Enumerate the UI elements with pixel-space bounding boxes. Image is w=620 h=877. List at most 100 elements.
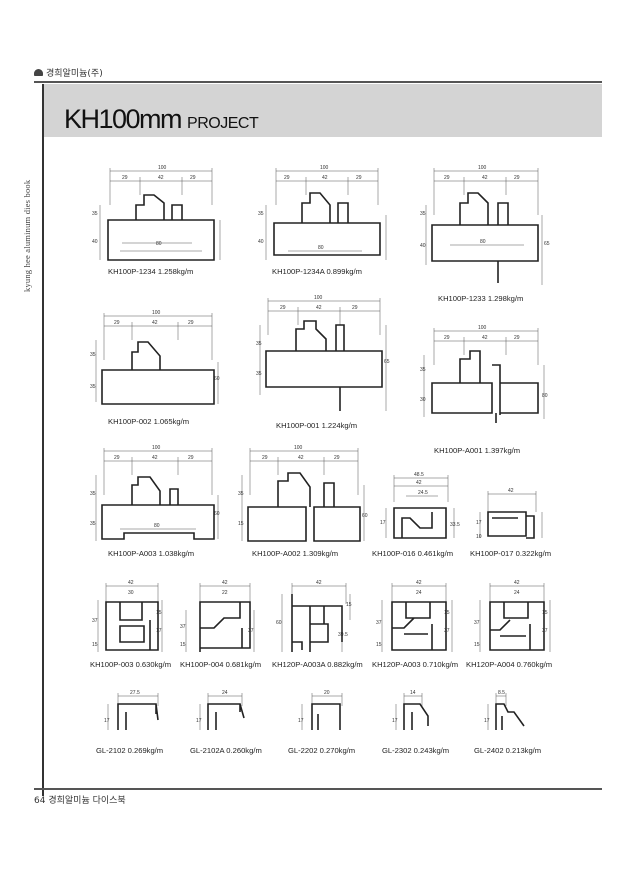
brand-logo-icon [34,69,43,76]
svg-text:15: 15 [92,642,98,648]
profile-caption-1: KH100P-1234 1.258kg/m [108,267,194,276]
svg-text:17: 17 [196,718,202,724]
svg-text:29: 29 [444,335,450,341]
svg-text:65: 65 [544,241,550,247]
svg-text:100: 100 [152,445,161,451]
svg-text:29: 29 [356,175,362,181]
svg-text:37: 37 [180,624,186,630]
profile-caption-14: KH120P-A003 0.710kg/m [372,660,459,669]
svg-text:37: 37 [474,620,480,626]
svg-text:29: 29 [188,320,194,326]
svg-text:17: 17 [392,718,398,724]
svg-text:35: 35 [90,384,96,390]
svg-text:37: 37 [542,628,548,634]
svg-text:37: 37 [248,628,254,634]
svg-text:37: 37 [376,620,382,626]
svg-text:80: 80 [480,239,486,245]
profile-caption-5: KH100P-001 1.224kg/m [276,421,358,430]
svg-text:17: 17 [380,520,386,526]
side-rule [42,84,44,796]
svg-text:37: 37 [92,618,98,624]
side-label-text: kyung hee aluminum dies book [22,179,32,292]
svg-text:20: 20 [324,690,330,696]
profile-caption-3: KH100P-1233 1.298kg/m [438,294,524,303]
svg-text:27.5: 27.5 [130,690,140,696]
svg-text:100: 100 [478,325,487,331]
svg-text:39.5: 39.5 [338,632,348,638]
svg-text:24: 24 [514,590,520,596]
svg-text:42: 42 [316,580,322,586]
profile-caption-7: KH100P-A003 1.038kg/m [108,549,195,558]
svg-text:60: 60 [362,513,368,519]
profile-drawing-20: 8.517 [484,690,525,730]
svg-text:15: 15 [542,610,548,616]
svg-text:24: 24 [222,690,228,696]
svg-text:100: 100 [158,165,167,171]
svg-text:17: 17 [476,520,482,526]
profile-caption-9: KH100P-016 0.461kg/m [372,549,454,558]
profile-caption-20: GL-2402 0.213kg/m [474,746,542,755]
svg-text:42: 42 [322,175,328,181]
top-rule [34,81,602,83]
svg-text:35: 35 [90,521,96,527]
svg-text:17: 17 [298,718,304,724]
page-title-sub: PROJECT [187,115,259,132]
brand-header: 경희알미늄(주) [34,66,103,79]
footer-book-title: 경희알미늄 다이스북 [48,796,126,806]
page-footer: 64 경희알미늄 다이스북 [34,793,126,806]
svg-text:15: 15 [474,642,480,648]
profile-caption-8: KH100P-A002 1.309kg/m [252,549,339,558]
svg-text:80: 80 [154,523,160,529]
svg-text:37: 37 [444,628,450,634]
svg-text:29: 29 [122,175,128,181]
svg-text:15: 15 [180,642,186,648]
svg-text:42: 42 [482,335,488,341]
svg-text:100: 100 [294,445,303,451]
svg-text:80: 80 [318,245,324,251]
svg-text:35: 35 [92,211,98,217]
svg-text:42: 42 [482,175,488,181]
svg-text:40: 40 [420,243,426,249]
svg-text:42: 42 [298,455,304,461]
svg-text:29: 29 [352,305,358,311]
svg-text:100: 100 [314,295,323,301]
svg-text:30: 30 [420,397,426,403]
svg-text:80: 80 [542,393,548,399]
svg-text:42: 42 [416,580,422,586]
svg-text:29: 29 [280,305,286,311]
svg-text:24: 24 [416,590,422,596]
svg-text:10: 10 [476,534,482,540]
svg-text:42: 42 [152,320,158,326]
svg-text:35: 35 [420,367,426,373]
svg-text:15: 15 [156,610,162,616]
svg-text:42: 42 [128,580,134,586]
svg-text:42: 42 [158,175,164,181]
profile-caption-13: KH120P-A003A 0.882kg/m [272,660,363,669]
brand-name: 경희알미늄(주) [46,69,103,79]
svg-text:35: 35 [420,211,426,217]
profile-caption-10: KH100P-017 0.322kg/m [470,549,552,558]
svg-text:42: 42 [416,480,422,486]
svg-text:35: 35 [258,211,264,217]
svg-text:42: 42 [316,305,322,311]
svg-text:35: 35 [256,341,262,347]
svg-text:24.5: 24.5 [418,490,428,496]
svg-text:29: 29 [114,455,120,461]
svg-text:29: 29 [334,455,340,461]
svg-text:35: 35 [256,371,262,377]
svg-text:29: 29 [444,175,450,181]
side-label: kyung hee aluminum dies book [18,92,38,292]
svg-text:29: 29 [188,455,194,461]
svg-text:48.5: 48.5 [414,472,424,478]
